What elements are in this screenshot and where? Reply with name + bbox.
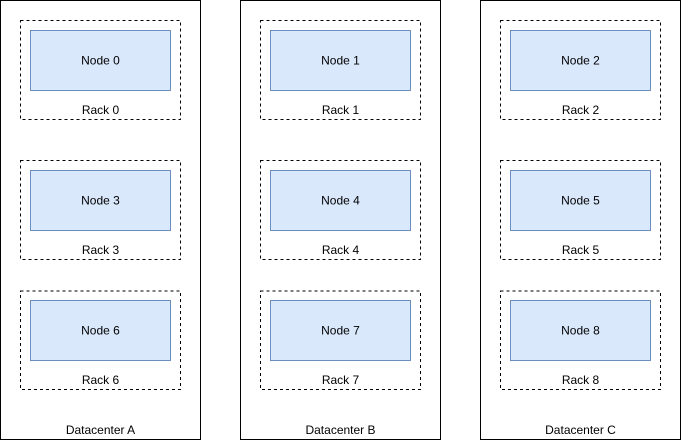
node-1-label: Node 1 <box>321 54 360 68</box>
node-0-box <box>30 30 171 91</box>
rack-8: Node 8 Rack 8 <box>500 290 661 390</box>
rack-3-box <box>20 160 181 260</box>
node-3-label: Node 3 <box>81 194 120 208</box>
node-5-box <box>510 170 651 231</box>
node-7-box <box>270 300 411 361</box>
node-0-label: Node 0 <box>81 54 120 68</box>
datacenter-a-label: Datacenter A <box>66 423 135 437</box>
rack-2: Node 2 Rack 2 <box>500 20 661 120</box>
rack-0: Node 0 Rack 0 <box>20 20 181 120</box>
rack-6-label: Rack 6 <box>82 373 120 387</box>
rack-6: Node 6 Rack 6 <box>20 290 181 390</box>
rack-3: Node 3 Rack 3 <box>20 160 181 260</box>
datacenter-b-box <box>240 0 441 440</box>
node-8-box <box>510 300 651 361</box>
datacenter-c-label: Datacenter C <box>545 423 616 437</box>
datacenter-b-label: Datacenter B <box>305 423 375 437</box>
rack-2-label: Rack 2 <box>562 103 600 117</box>
datacenter-b: Datacenter B Node 1 Rack 1 Node 4 Rack 4… <box>240 0 441 440</box>
rack-8-box <box>500 290 661 390</box>
datacenter-c: Datacenter C Node 2 Rack 2 Node 5 Rack 5… <box>480 0 681 440</box>
rack-1: Node 1 Rack 1 <box>260 20 421 120</box>
rack-2-box <box>500 20 661 120</box>
rack-1-box <box>260 20 421 120</box>
node-5-label: Node 5 <box>561 194 600 208</box>
rack-7-box <box>260 290 421 390</box>
node-4-label: Node 4 <box>321 194 360 208</box>
rack-1-label: Rack 1 <box>322 103 360 117</box>
node-2-label: Node 2 <box>561 54 600 68</box>
node-2-box <box>510 30 651 91</box>
rack-0-box <box>20 20 181 120</box>
node-4-box <box>270 170 411 231</box>
rack-0-label: Rack 0 <box>82 103 120 117</box>
rack-5-box <box>500 160 661 260</box>
node-1-box <box>270 30 411 91</box>
rack-3-label: Rack 3 <box>82 243 120 257</box>
rack-5: Node 5 Rack 5 <box>500 160 661 260</box>
rack-6-box <box>20 290 181 390</box>
rack-4: Node 4 Rack 4 <box>260 160 421 260</box>
node-3-box <box>30 170 171 231</box>
rack-7-label: Rack 7 <box>322 373 360 387</box>
rack-5-label: Rack 5 <box>562 243 600 257</box>
datacenter-a: Datacenter A Node 0 Rack 0 Node 3 Rack 3… <box>0 0 201 440</box>
node-6-box <box>30 300 171 361</box>
datacenter-a-box <box>0 0 201 440</box>
node-8-label: Node 8 <box>561 324 600 338</box>
rack-8-label: Rack 8 <box>562 373 600 387</box>
node-7-label: Node 7 <box>321 324 360 338</box>
rack-4-box <box>260 160 421 260</box>
node-6-label: Node 6 <box>81 324 120 338</box>
rack-7: Node 7 Rack 7 <box>260 290 421 390</box>
rack-4-label: Rack 4 <box>322 243 360 257</box>
